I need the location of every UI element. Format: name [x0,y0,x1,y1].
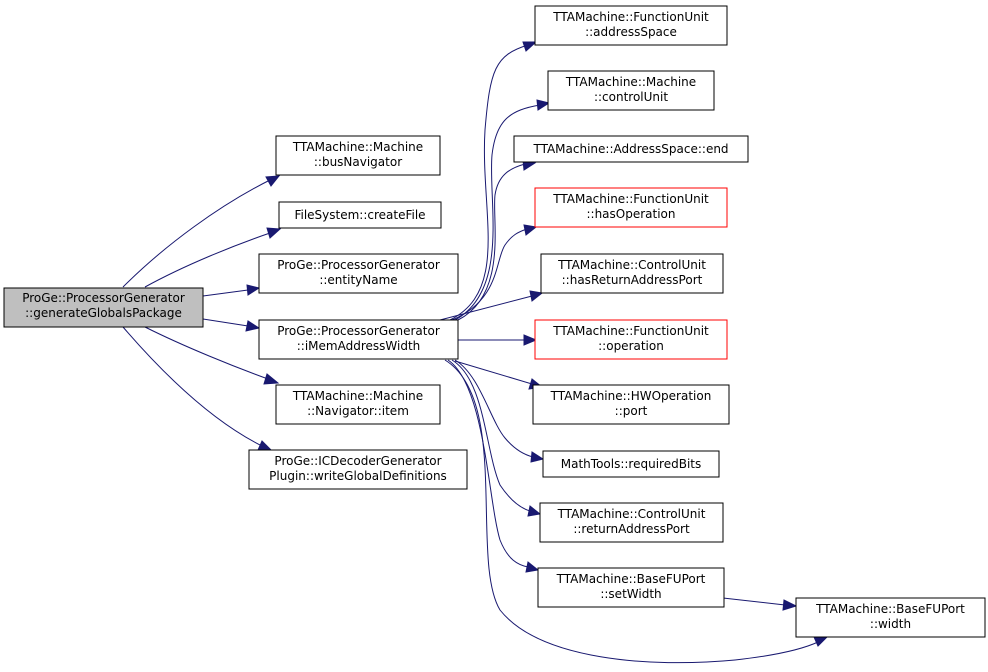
edge-setwidth-width [722,597,786,606]
edge-imem-addressspace [449,44,529,321]
arrowhead-icon [527,505,542,517]
node-label: ProGe::ProcessorGenerator [277,258,440,272]
node-label: ::addressSpace [585,25,677,39]
node-label: ::generateGlobalsPackage [25,306,182,320]
node-setwidth[interactable]: TTAMachine::BaseFUPort ::setWidth [537,567,725,608]
node-hasreturnaddressport[interactable]: TTAMachine::ControlUnit ::hasReturnAddre… [540,253,724,294]
node-busnavigator[interactable]: TTAMachine::Machine ::busNavigator [275,135,441,176]
node-label: TTAMachine::ControlUnit [557,258,706,272]
node-label: ::port [615,404,648,418]
node-label: ProGe::ProcessorGenerator [277,324,440,338]
node-label: ProGe::ProcessorGenerator [22,291,185,305]
edge-root-imemaddresswidth [202,318,249,327]
node-label: TTAMachine::Machine [565,75,696,89]
node-requiredbits[interactable]: MathTools::requiredBits [542,450,720,478]
node-port[interactable]: TTAMachine::HWOperation ::port [532,384,730,425]
node-addressspace[interactable]: TTAMachine::FunctionUnit ::addressSpace [534,5,728,46]
arrowhead-icon [782,599,798,611]
edge-root-writeglobaldefinitions [122,326,263,447]
edge-imem-hasreturnaddressport [439,295,533,321]
edge-imem-requiredbits [454,359,534,458]
node-label: ::hasReturnAddressPort [562,273,703,287]
node-label: ::width [870,617,911,631]
node-label: TTAMachine::Machine [292,389,423,403]
node-width[interactable]: TTAMachine::BaseFUPort ::width [795,597,986,638]
node-controlunit[interactable]: TTAMachine::Machine ::controlUnit [547,70,715,111]
node-label: Plugin::writeGlobalDefinitions [269,469,447,483]
node-operation[interactable]: TTAMachine::FunctionUnit ::operation [534,319,728,360]
edge-imem-hasoperation [451,228,528,321]
edge-imem-width [444,359,819,664]
node-label: ::setWidth [600,587,661,601]
edge-imem-controlunit [454,104,541,321]
arrowhead-icon [263,373,280,385]
edge-root-createfile [144,232,271,288]
node-navigatoritem[interactable]: TTAMachine::Machine ::Navigator::item [275,384,441,425]
node-label: TTAMachine::ControlUnit [557,507,706,521]
node-label: TTAMachine::FunctionUnit [552,10,709,24]
edge-imem-setwidth [447,359,529,568]
node-writeglobaldefinitions[interactable]: ProGe::ICDecoderGenerator Plugin::writeG… [248,449,468,490]
node-label: TTAMachine::BaseFUPort [815,602,965,616]
node-label: MathTools::requiredBits [561,457,701,471]
arrowhead-icon [522,41,538,52]
node-createfile[interactable]: FileSystem::createFile [278,201,442,229]
node-imemaddresswidth[interactable]: ProGe::ProcessorGenerator ::iMemAddressW… [258,319,459,360]
node-end[interactable]: TTAMachine::AddressSpace::end [513,135,749,163]
edge-root-navigatoritem [144,326,269,380]
arrowhead-icon [536,99,551,111]
arrowhead-icon [523,334,538,346]
arrowhead-icon [246,284,261,296]
edge-root-entityname [202,289,249,297]
nodes: ProGe::ProcessorGenerator ::generateGlob… [3,5,986,638]
node-label: TTAMachine::AddressSpace::end [532,142,728,156]
node-label: ::busNavigator [314,155,402,169]
node-label: ::operation [598,339,664,353]
edge-imem-end [457,163,526,321]
edge-root-busnavigator [122,179,271,288]
arrowhead-icon [530,451,545,463]
arrowhead-icon [245,320,261,332]
node-label: TTAMachine::Machine [292,140,423,154]
node-label: TTAMachine::BaseFUPort [556,572,706,586]
node-returnaddressport[interactable]: TTAMachine::ControlUnit ::returnAddressP… [539,502,724,543]
node-label: TTAMachine::FunctionUnit [552,192,709,206]
node-hasoperation[interactable]: TTAMachine::FunctionUnit ::hasOperation [534,187,728,228]
arrowhead-icon [529,290,544,302]
node-label: ::returnAddressPort [573,522,690,536]
arrowhead-icon [266,227,282,239]
node-label: TTAMachine::FunctionUnit [552,324,709,338]
arrowhead-icon [265,175,281,187]
edge-imem-port [454,360,533,385]
node-label: FileSystem::createFile [294,208,425,222]
arrowhead-icon [523,224,538,236]
node-label: ::iMemAddressWidth [297,339,421,353]
node-entityname[interactable]: ProGe::ProcessorGenerator ::entityName [258,253,459,294]
node-label: ::controlUnit [594,90,668,104]
node-label: ::hasOperation [586,207,675,221]
edge-imem-returnaddressport [451,359,531,512]
node-root[interactable]: ProGe::ProcessorGenerator ::generateGlob… [3,287,204,328]
node-label: TTAMachine::HWOperation [550,389,712,403]
arrowhead-icon [813,636,829,647]
node-label: ::entityName [319,273,397,287]
arrowhead-icon [525,561,540,573]
node-label: ProGe::ICDecoderGenerator [274,454,441,468]
node-label: ::Navigator::item [307,404,409,418]
edges [122,41,829,664]
